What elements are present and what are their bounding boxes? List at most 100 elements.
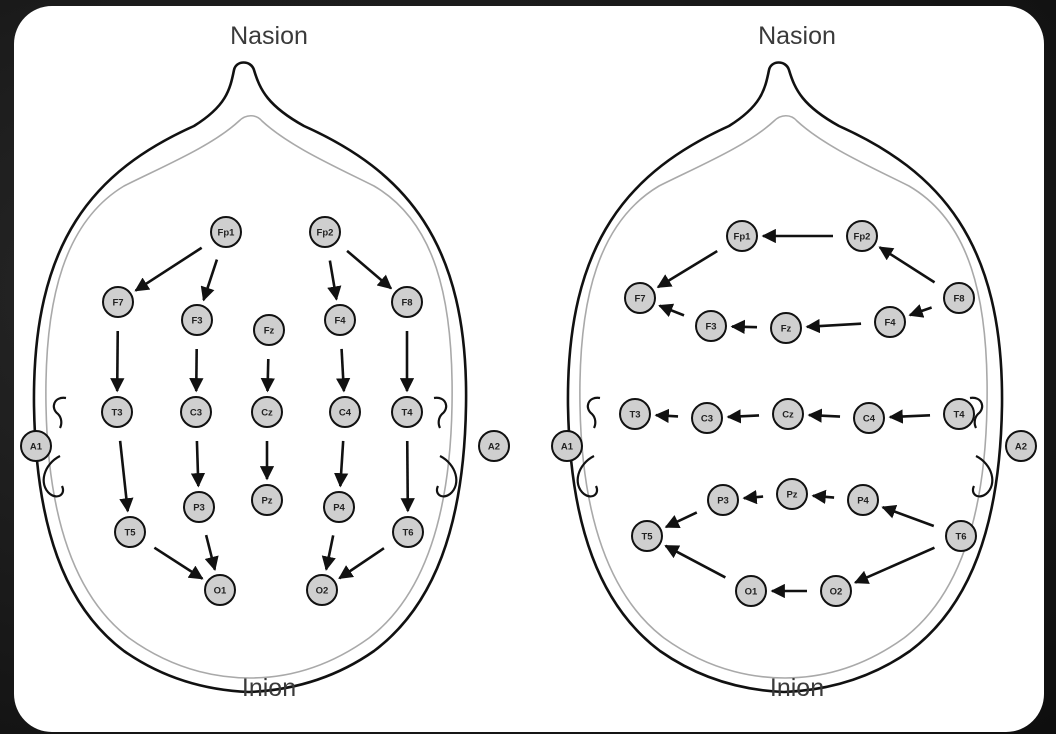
- electrode-label: Fz: [781, 324, 792, 335]
- electrode-a1: A1: [551, 430, 583, 462]
- arrow-fz-to-cz: [260, 358, 275, 393]
- arrow-f7-to-t3: [110, 330, 125, 393]
- electrode-label: C4: [339, 408, 352, 419]
- electrode-label: O2: [830, 587, 843, 598]
- electrode-f4: F4: [874, 306, 906, 338]
- electrode-a2: A2: [1005, 430, 1037, 462]
- electrode-circle: [820, 575, 852, 607]
- electrode-label: F3: [191, 316, 202, 327]
- arrow-fp1-to-f7: [134, 246, 203, 292]
- electrode-label: C3: [190, 408, 202, 419]
- electrode-circle: [181, 304, 213, 336]
- electrode-circle: [253, 314, 285, 346]
- arrow-p3-to-t5: [664, 511, 698, 529]
- electrode-f8: F8: [943, 282, 975, 314]
- arrow-fp2-to-f8: [346, 249, 393, 290]
- electrode-circle: [309, 216, 341, 248]
- arrow-t4-to-c4: [888, 409, 931, 424]
- electrode-label: T3: [629, 410, 640, 421]
- left-ear-lobe: [42, 455, 65, 498]
- inion-label: Inion: [770, 674, 824, 702]
- electrode-circle: [847, 484, 879, 516]
- electrode-label: P4: [857, 496, 869, 507]
- nasion-label: Nasion: [758, 22, 836, 50]
- electrode-circle: [770, 312, 802, 344]
- arrow-t4-to-t6: [400, 440, 415, 513]
- electrode-circle: [180, 396, 212, 428]
- electrode-circle: [324, 304, 356, 336]
- electrode-label: Cz: [261, 408, 273, 419]
- electrode-label: Fp2: [854, 232, 871, 243]
- electrode-pz: Pz: [776, 478, 808, 510]
- electrode-t3: T3: [101, 396, 133, 428]
- electrode-circle: [114, 516, 146, 548]
- arrow-p4-to-o2: [321, 535, 336, 571]
- electrode-p4: P4: [323, 491, 355, 523]
- electrode-label: Fp2: [317, 228, 334, 239]
- electrode-circle: [691, 402, 723, 434]
- arrow-fp1-to-f7: [656, 249, 718, 289]
- electrode-circle: [323, 491, 355, 523]
- electrode-pz: Pz: [251, 484, 283, 516]
- arrow-fp2-to-f4: [327, 260, 342, 301]
- electrode-label: P4: [333, 503, 345, 514]
- left-ear: [52, 396, 67, 429]
- electrode-label: Pz: [786, 490, 797, 501]
- electrode-circle: [945, 520, 977, 552]
- electrode-circle: [306, 574, 338, 606]
- electrode-label: T6: [955, 532, 966, 543]
- electrode-f4: F4: [324, 304, 356, 336]
- electrode-circle: [551, 430, 583, 462]
- electrode-circle: [874, 306, 906, 338]
- electrode-circle: [204, 574, 236, 606]
- electrode-circle: [102, 286, 134, 318]
- arrow-o1-to-t5: [664, 544, 726, 579]
- right-ear-lobe: [971, 455, 994, 498]
- electrode-label: T5: [124, 528, 136, 539]
- electrode-circle: [846, 220, 878, 252]
- electrode-label: Fp1: [734, 232, 752, 243]
- electrode-circle: [943, 398, 975, 430]
- electrode-label: F4: [334, 316, 346, 327]
- electrode-o1: O1: [735, 575, 767, 607]
- electrode-circle: [391, 396, 423, 428]
- electrode-circle: [1005, 430, 1037, 462]
- electrode-label: A1: [30, 442, 43, 453]
- electrode-label: T6: [402, 528, 413, 539]
- electrode-circle: [183, 491, 215, 523]
- arrow-t6-to-o2: [853, 546, 935, 584]
- arrow-t5-to-o1: [153, 546, 204, 580]
- electrode-circle: [101, 396, 133, 428]
- electrode-circle: [392, 516, 424, 548]
- electrode-t5: T5: [631, 520, 663, 552]
- electrode-t4: T4: [391, 396, 423, 428]
- montage-arrows: [110, 246, 415, 580]
- electrode-circle: [210, 216, 242, 248]
- left-ear-lobe: [576, 455, 599, 498]
- electrode-p3: P3: [183, 491, 215, 523]
- electrode-fp2: Fp2: [309, 216, 341, 248]
- electrode-label: T4: [953, 410, 965, 421]
- head-outline: [566, 61, 1004, 694]
- electrode-circle: [478, 430, 510, 462]
- electrode-circle: [631, 520, 663, 552]
- electrode-label: T5: [641, 532, 653, 543]
- electrode-circle: [726, 220, 758, 252]
- arrow-t6-to-o2: [338, 547, 385, 580]
- electrode-o2: O2: [820, 575, 852, 607]
- arrow-f8-to-fp2: [878, 246, 936, 284]
- electrode-label: O2: [316, 586, 329, 597]
- electrode-fp2: Fp2: [846, 220, 878, 252]
- arrow-c4-to-p4: [333, 440, 349, 488]
- electrode-label: F8: [953, 294, 964, 305]
- electrode-t6: T6: [392, 516, 424, 548]
- electrode-label: Fz: [264, 326, 275, 337]
- electrode-circle: [20, 430, 52, 462]
- arrow-c3-to-t3: [654, 408, 679, 424]
- electrode-label: Cz: [782, 410, 794, 421]
- electrode-fp1: Fp1: [726, 220, 758, 252]
